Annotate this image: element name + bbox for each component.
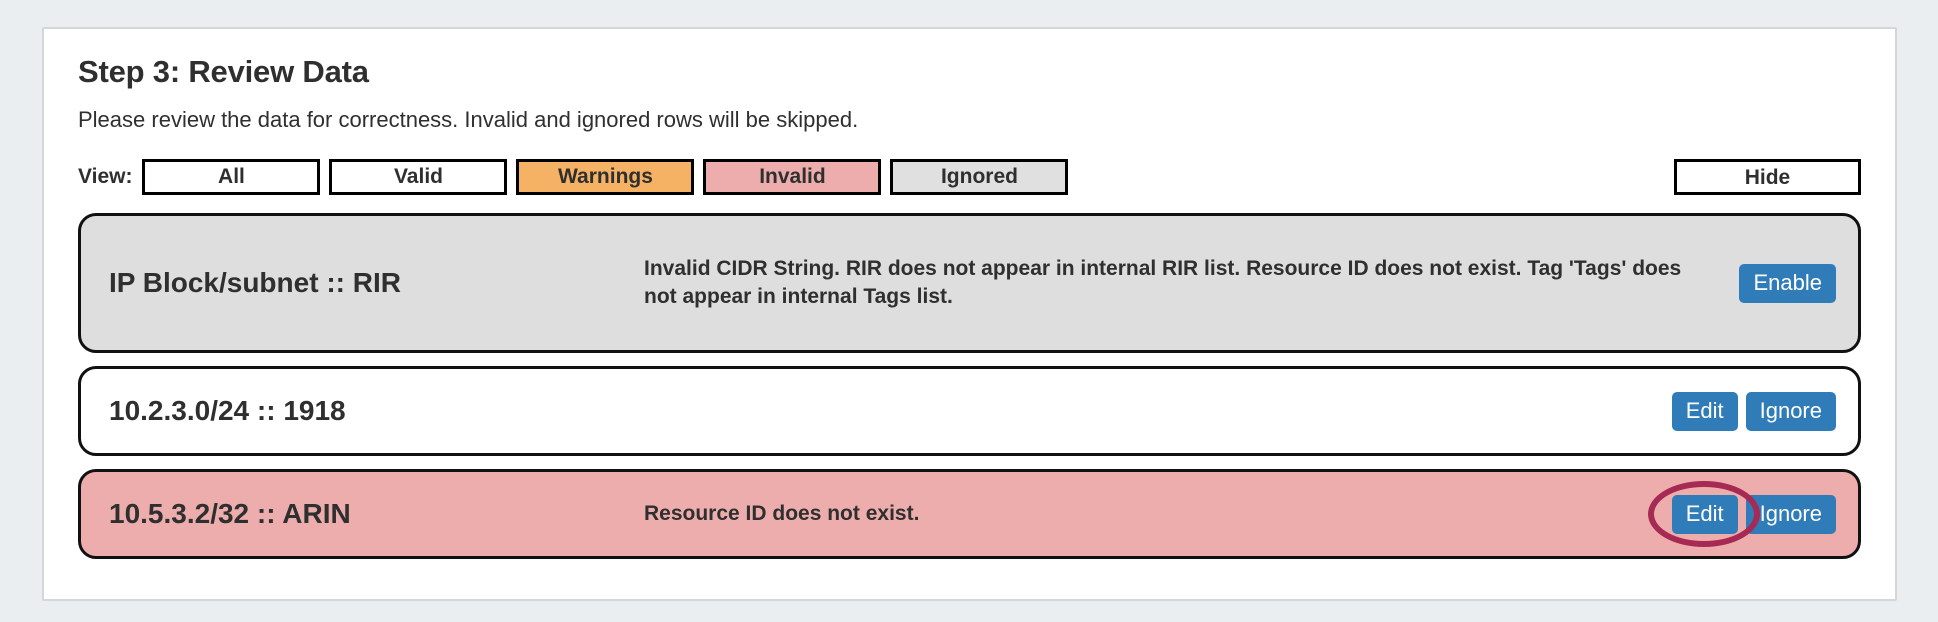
table-row[interactable]: IP Block/subnet :: RIR Invalid CIDR Stri… (78, 213, 1861, 354)
data-row-list: IP Block/subnet :: RIR Invalid CIDR Stri… (78, 213, 1861, 560)
filter-button-all[interactable]: All (142, 159, 321, 196)
page-subtitle: Please review the data for correctness. … (78, 107, 859, 133)
view-filter-bar: View: All Valid Warnings Invalid Ignored… (78, 159, 1861, 196)
hide-button[interactable]: Hide (1674, 159, 1861, 196)
view-label: View: (78, 165, 133, 189)
row-actions: Edit Ignore (1647, 480, 1836, 547)
ignore-button[interactable]: Ignore (1745, 391, 1836, 431)
ignore-button[interactable]: Ignore (1745, 494, 1836, 534)
page-title: Step 3: Review Data (78, 54, 369, 89)
panel-content: Step 3: Review Data Please review the da… (44, 29, 1895, 560)
row-title: 10.2.3.0/24 :: 1918 (109, 395, 346, 427)
edit-button[interactable]: Edit (1671, 494, 1738, 534)
filter-button-ignored[interactable]: Ignored (890, 159, 1069, 196)
row-actions: Edit Ignore (1671, 391, 1836, 431)
table-row[interactable]: 10.5.3.2/32 :: ARIN Resource ID does not… (78, 469, 1861, 560)
row-title: 10.5.3.2/32 :: ARIN (109, 498, 351, 530)
edit-button[interactable]: Edit (1671, 391, 1738, 431)
filter-button-invalid[interactable]: Invalid (703, 159, 882, 196)
row-message: Invalid CIDR String. RIR does not appear… (644, 257, 1682, 309)
review-data-panel: Step 3: Review Data Please review the da… (42, 27, 1897, 601)
filter-button-valid[interactable]: Valid (329, 159, 508, 196)
row-message: Resource ID does not exist. (644, 502, 920, 526)
filter-button-warnings[interactable]: Warnings (516, 159, 695, 196)
table-row[interactable]: 10.2.3.0/24 :: 1918 Edit Ignore (78, 366, 1861, 457)
enable-button[interactable]: Enable (1739, 263, 1836, 303)
row-actions: Enable (1739, 263, 1836, 303)
row-title: IP Block/subnet :: RIR (109, 267, 401, 299)
